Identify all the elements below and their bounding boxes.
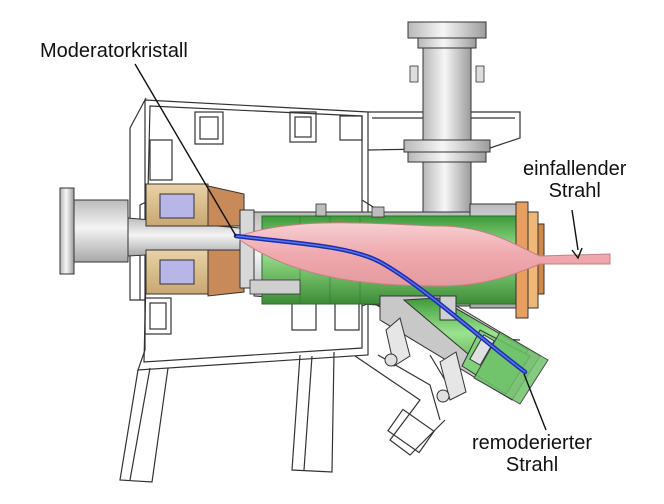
- incoming-label-line1: einfallender: [523, 158, 627, 180]
- vertical-pipe: [403, 21, 491, 223]
- moderator-label-text: Moderatorkristall: [40, 40, 188, 62]
- label-pointers: [134, 63, 583, 431]
- outgoing-label-line1: remoderierter: [472, 432, 593, 454]
- incoming-beam-label: einfallender Strahl: [523, 158, 626, 202]
- remoderated-beam-label: remoderierter Strahl: [472, 432, 592, 476]
- moderator-pointer: [134, 63, 237, 237]
- incoming-arrowhead: [571, 247, 583, 260]
- left-feedthrough: [59, 187, 241, 275]
- incoming-beam: [239, 222, 611, 287]
- remoderator-arm: [379, 295, 549, 405]
- incoming-label-line2: Strahl: [548, 180, 601, 202]
- magnet-assembly: [145, 183, 255, 297]
- moderator-label: Moderatorkristall: [40, 40, 188, 62]
- remoderated-beam: [233, 233, 528, 375]
- outgoing-pointer: [523, 373, 547, 431]
- incoming-pointer: [571, 209, 579, 251]
- outgoing-label-line2: Strahl: [505, 454, 559, 476]
